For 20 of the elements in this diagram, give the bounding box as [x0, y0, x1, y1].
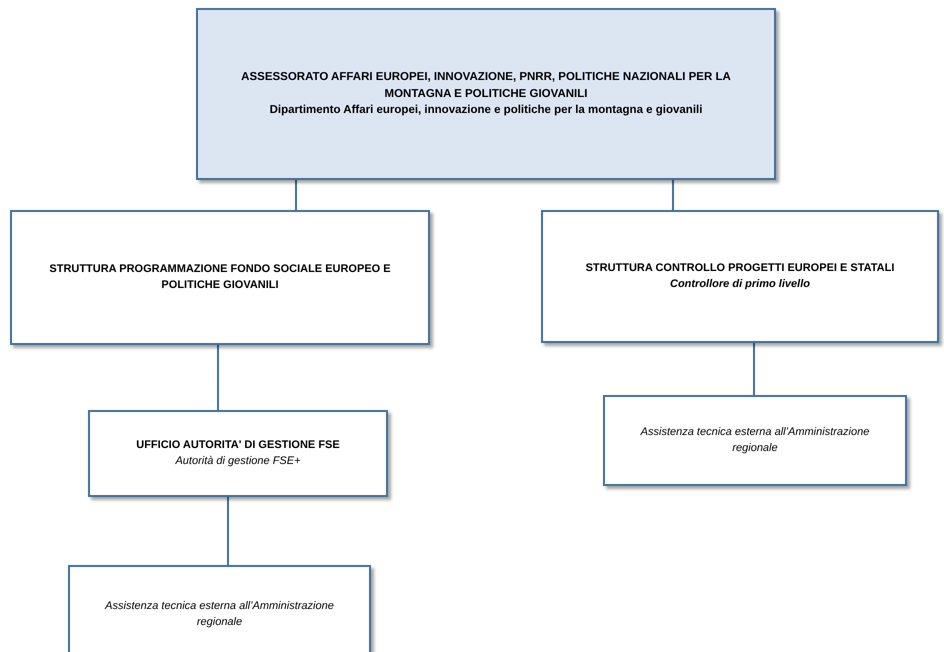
org-box: [541, 210, 939, 343]
org-box: [10, 210, 430, 345]
description: Assistenza tecnica esterna all’Amministrazione regionale: [104, 599, 335, 630]
connector-line: [227, 497, 229, 565]
org-box: [603, 395, 907, 486]
org-box: [196, 8, 776, 180]
subtitle: Controllore di primo livello: [670, 276, 810, 292]
description: Assistenza tecnica esterna all’Amministrazione regionale: [639, 424, 870, 456]
heading: UFFICIO AUTORITA' DI GESTIONE FSE: [136, 438, 340, 453]
heading: STRUTTURA CONTROLLO PROGETTI EUROPEI E STATALI: [586, 260, 894, 276]
subheading: Dipartimento Affari europei, innovazione e politiche per la montagna e giovanili: [270, 103, 702, 118]
connector-line: [295, 180, 297, 210]
subtitle: Autorità di gestione FSE+: [175, 454, 301, 468]
heading: ASSESSORATO AFFARI EUROPEI, INNOVAZIONE, PNRR, POLITICHE NAZIONALI PER LA MONTAGNA E POLITICHE GIOVANILI: [240, 70, 732, 102]
connector-line: [753, 343, 755, 395]
connector-line: [672, 180, 674, 210]
org-box: [88, 410, 388, 497]
connector-line: [217, 345, 219, 410]
heading: STRUTTURA PROGRAMMAZIONE FONDO SOCIALE EUROPEO E POLITICHE GIOVANILI: [48, 262, 392, 292]
org-box: [68, 565, 371, 652]
